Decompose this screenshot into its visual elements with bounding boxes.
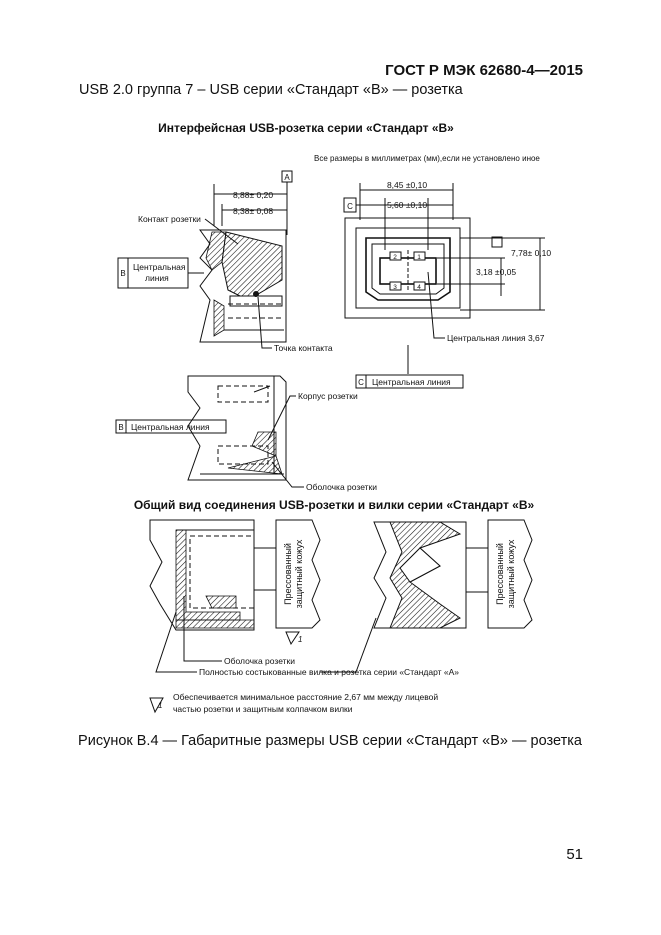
receptacle-contact-label: Контакт розетки bbox=[138, 214, 201, 224]
note-line1: Обеспечивается минимальное расстояние 2,… bbox=[173, 692, 438, 702]
dim-8-88: 8,88± 0,20 bbox=[233, 190, 273, 200]
note-marker-1: 1 bbox=[298, 635, 302, 644]
mated-plug-view: Прессованный защитный кожух bbox=[320, 519, 533, 673]
receptacle-section-view: A 8,88± 0,20 8,38± 0,08 B Центральная ли… bbox=[117, 170, 333, 353]
overmold-right-line1: Прессованный bbox=[495, 543, 505, 605]
clearance-note: 1 Обеспечивается минимальное расстояние … bbox=[149, 692, 438, 714]
page-subtitle: USB 2.0 группа 7 – USB серии «Стандарт «… bbox=[79, 82, 463, 98]
dim-5-60: 5,60 ±0,10 bbox=[387, 200, 427, 210]
datum-c-label-2: C bbox=[358, 378, 364, 387]
datum-c-label: C bbox=[347, 202, 353, 211]
page-number: 51 bbox=[566, 846, 583, 863]
centerline-box-line2: линия bbox=[145, 273, 169, 283]
pin-4-label: 4 bbox=[417, 284, 421, 291]
pin-1-label: 1 bbox=[417, 254, 421, 261]
dim-8-38: 8,38± 0,08 bbox=[233, 206, 273, 216]
standard-number: ГОСТ Р МЭК 62680-4—2015 bbox=[385, 62, 583, 79]
dim-3-18: 3,18 ±0,05 bbox=[476, 267, 516, 277]
shell-label-2: Оболочка розетки bbox=[224, 656, 295, 666]
note-line2: частью розетки и защитным колпачком вилк… bbox=[173, 704, 353, 714]
pin-3-label: 3 bbox=[393, 284, 397, 291]
datum-b-label: B bbox=[120, 269, 125, 278]
dim-7-78: 7,78± 0,10 bbox=[511, 248, 551, 258]
receptacle-front-view: 8,45 ±0,10 5,60 ±0,10 C 2 1 3 4 7,78± 0,… bbox=[343, 180, 551, 389]
overmold-left-line2: защитный кожух bbox=[294, 539, 304, 608]
datum-a-label: A bbox=[284, 173, 290, 182]
overmold-right-line2: защитный кожух bbox=[506, 539, 516, 608]
centerline-3-67-label: Центральная линия 3,67 bbox=[447, 333, 545, 343]
housing-label: Корпус розетки bbox=[298, 391, 358, 401]
note-number: 1 bbox=[158, 701, 162, 710]
section2-title: Общий вид соединения USB-розетки и вилки… bbox=[134, 498, 535, 512]
pin-2-label: 2 bbox=[393, 254, 397, 261]
section1-title: Интерфейсная USB-розетка серии «Стандарт… bbox=[158, 121, 454, 135]
receptacle-side-view: B Центральная линия Корпус розетки Оболо… bbox=[115, 375, 377, 492]
datum-b-label-2: B bbox=[118, 423, 123, 432]
contact-point-label: Точка контакта bbox=[274, 343, 333, 353]
figure-caption: Рисунок В.4 — Габаритные размеры USB сер… bbox=[78, 733, 582, 749]
units-note: Все размеры в миллиметрах (мм),если не у… bbox=[314, 154, 540, 163]
dim-8-45: 8,45 ±0,10 bbox=[387, 180, 427, 190]
centerline-label-b: Центральная линия bbox=[131, 422, 210, 432]
overmold-left-line1: Прессованный bbox=[283, 543, 293, 605]
centerline-box-line1: Центральная bbox=[133, 262, 186, 272]
shell-label-1: Оболочка розетки bbox=[306, 482, 377, 492]
centerline-label-c: Центральная линия bbox=[372, 377, 451, 387]
